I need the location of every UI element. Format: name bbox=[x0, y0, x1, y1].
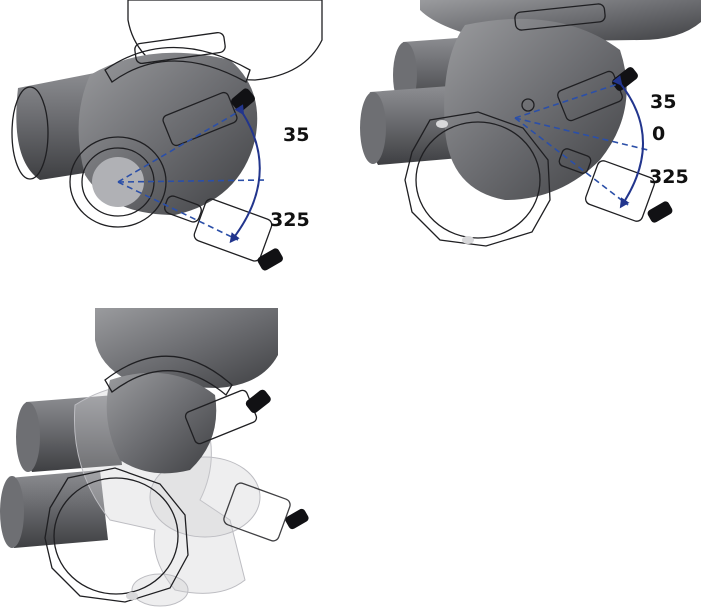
valve-body bbox=[106, 372, 217, 474]
front-face-clamp bbox=[44, 467, 189, 603]
valve-view-1: 35 325 bbox=[11, 0, 323, 271]
side-pipe-lower bbox=[365, 86, 460, 165]
guide-line-lower bbox=[514, 117, 629, 206]
angle-label-35: 35 bbox=[283, 124, 309, 146]
actuator-housing bbox=[95, 308, 278, 388]
actuator-housing bbox=[127, 0, 323, 81]
guide-line-lower bbox=[117, 181, 239, 241]
lower-sensor bbox=[223, 482, 309, 542]
angle-label-325: 325 bbox=[649, 166, 689, 188]
front-port bbox=[69, 136, 167, 228]
side-pipe-upper bbox=[21, 395, 122, 472]
angle-label-0: 0 bbox=[652, 123, 665, 145]
clamp-ring bbox=[104, 355, 233, 396]
front-face-clamp bbox=[404, 111, 551, 247]
guide-line-upper bbox=[514, 83, 619, 119]
rotation-arc bbox=[229, 104, 261, 244]
upper-sensor bbox=[184, 389, 271, 445]
valve-view-2: 35 0 325 bbox=[360, 0, 701, 247]
rotation-arc bbox=[612, 75, 644, 209]
lower-sensor bbox=[558, 148, 673, 223]
clamp-ring bbox=[104, 46, 251, 83]
angle-label-325: 325 bbox=[270, 209, 310, 231]
valve-body bbox=[444, 18, 627, 200]
side-pipe-lower bbox=[3, 470, 109, 548]
guide-line-upper bbox=[117, 111, 239, 183]
valve-view-3 bbox=[0, 308, 309, 607]
angle-label-35: 35 bbox=[650, 91, 676, 113]
